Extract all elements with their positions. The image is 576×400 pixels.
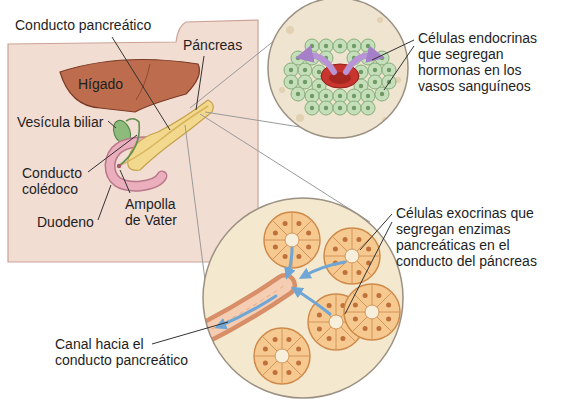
anatomy-label: Duodeno [37, 214, 94, 230]
label-slot: Conducto colédoco [22, 165, 94, 197]
anatomy-label: Canal hacia el conducto pancreático [55, 336, 195, 368]
anatomy-label: Células exocrinas que segregan enzimas p… [396, 205, 564, 269]
label-slot: Conducto pancreático [15, 17, 151, 33]
label-slot: Canal hacia el conducto pancreático [55, 336, 195, 368]
anatomy-label: Páncreas [183, 37, 242, 53]
label-slot: Duodeno [37, 214, 94, 230]
anatomy-label: Ampolla de Vater [125, 196, 191, 228]
label-slot: Ampolla de Vater [125, 196, 191, 228]
anatomy-label: Hígado [78, 76, 123, 92]
label-slot: Hígado [78, 76, 123, 92]
anatomy-label: Células endocrinas que segregan hormonas… [418, 30, 560, 94]
anatomy-label: Conducto pancreático [15, 17, 151, 33]
anatomy-label: Vesícula biliar [17, 114, 103, 130]
anatomy-label: Conducto colédoco [22, 165, 94, 197]
label-slot: Células endocrinas que segregan hormonas… [418, 30, 560, 94]
label-slot: Células exocrinas que segregan enzimas p… [396, 205, 564, 269]
label-slot: Páncreas [183, 37, 242, 53]
label-slot: Vesícula biliar [17, 114, 103, 130]
